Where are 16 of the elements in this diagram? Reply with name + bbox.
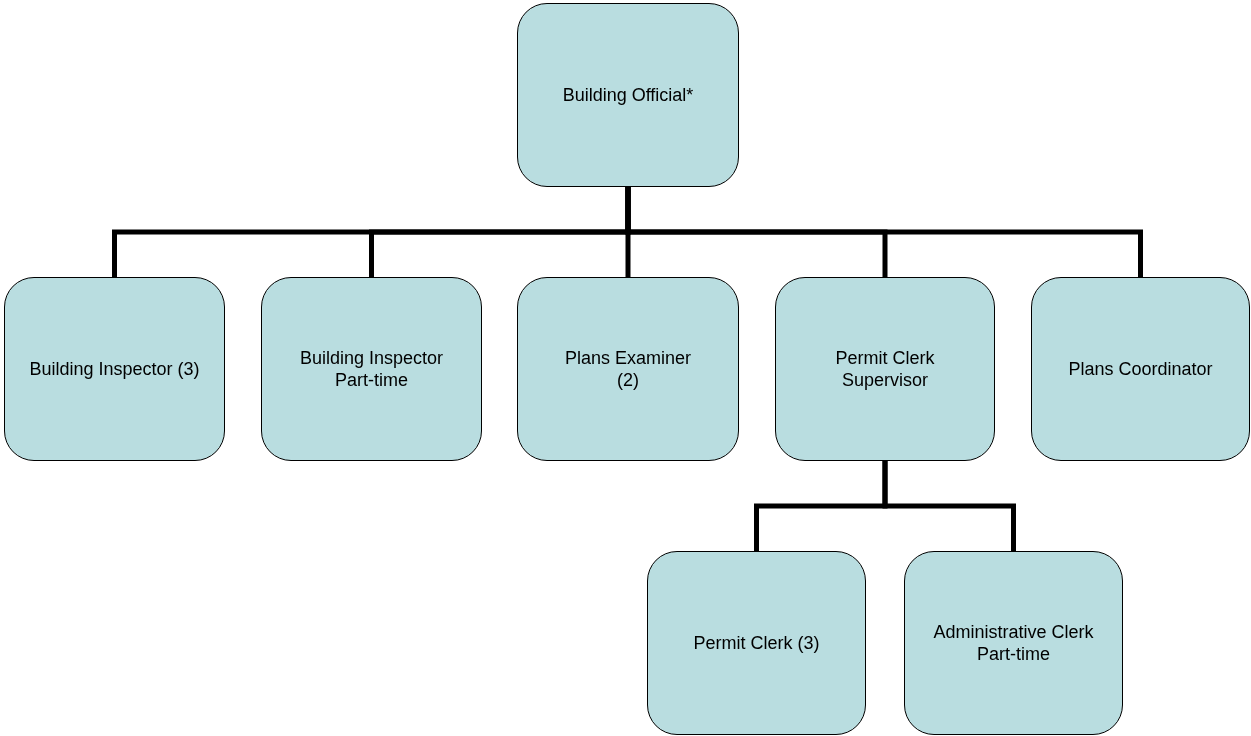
position-title: Building Official*: [562, 84, 694, 106]
position-box: [647, 551, 866, 735]
position-title: Permit Clerk Supervisor: [834, 347, 936, 391]
position-box: [1031, 277, 1250, 461]
position-box: [775, 277, 995, 461]
position-title: Administrative Clerk Part-time: [932, 621, 1095, 665]
position-box: [261, 277, 482, 461]
position-title: Building Inspector (3): [29, 358, 200, 380]
position-title: Plans Examiner (2): [563, 347, 693, 391]
position-title: Building Inspector Part-time: [298, 347, 445, 391]
position-box: [904, 551, 1123, 735]
position-title: Plans Coordinator: [1068, 358, 1213, 380]
position-box: [517, 277, 739, 461]
position-box: [517, 3, 739, 187]
position-title: Permit Clerk (3): [693, 632, 820, 654]
position-box: [4, 277, 225, 461]
